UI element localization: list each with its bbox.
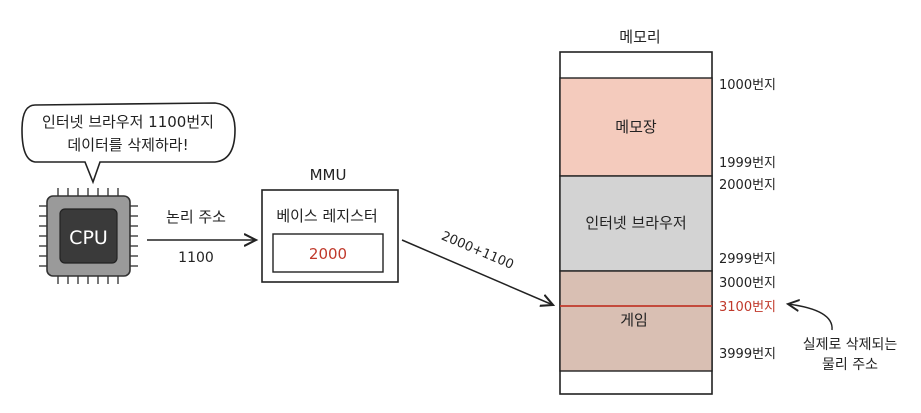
address-2000: 2000번지 <box>719 178 776 193</box>
logical-address-label: 논리 주소 <box>166 208 226 226</box>
address-labels: 1000번지 1999번지 2000번지 2999번지 3000번지 3100번… <box>719 78 776 362</box>
annotation-line-1: 실제로 삭제되는 <box>803 337 898 353</box>
segment-label-browser: 인터넷 브라우저 <box>585 214 686 232</box>
address-1000: 1000번지 <box>719 78 776 93</box>
physical-address-annotation: 실제로 삭제되는 물리 주소 <box>788 304 897 373</box>
memory-column: 메모리 메모장 인터넷 브라우저 게임 <box>559 28 713 395</box>
physical-calc-label: 2000+1100 <box>439 229 516 273</box>
address-3000: 3000번지 <box>719 276 776 291</box>
base-register-label: 베이스 레지스터 <box>276 207 377 225</box>
cpu-chip: CPU <box>39 188 138 284</box>
base-register-value: 2000 <box>309 245 347 263</box>
logical-address-value: 1100 <box>178 250 214 266</box>
memory-segment-game <box>559 270 713 372</box>
annotation-line-2: 물리 주소 <box>822 357 878 373</box>
speech-line-2: 데이터를 삭제하라! <box>67 136 188 154</box>
address-3999: 3999번지 <box>719 347 776 362</box>
mmu-title: MMU <box>310 166 347 184</box>
mmu-box: MMU 베이스 레지스터 2000 <box>261 166 399 283</box>
speech-line-1: 인터넷 브라우저 1100번지 <box>42 113 214 131</box>
segment-label-notepad: 메모장 <box>615 118 657 136</box>
speech-bubble: 인터넷 브라우저 1100번지 데이터를 삭제하라! <box>21 102 236 185</box>
physical-address-arrow: 2000+1100 <box>401 229 553 305</box>
segment-label-game: 게임 <box>620 311 648 329</box>
logical-address-arrow: 논리 주소 1100 <box>147 208 256 266</box>
memory-segment-notepad <box>559 77 713 177</box>
cpu-label: CPU <box>69 227 108 249</box>
address-3100: 3100번지 <box>719 300 776 315</box>
memory-segment-browser <box>559 175 713 272</box>
memory-title: 메모리 <box>619 28 660 46</box>
address-1999: 1999번지 <box>719 156 776 171</box>
address-2999: 2999번지 <box>719 252 776 267</box>
